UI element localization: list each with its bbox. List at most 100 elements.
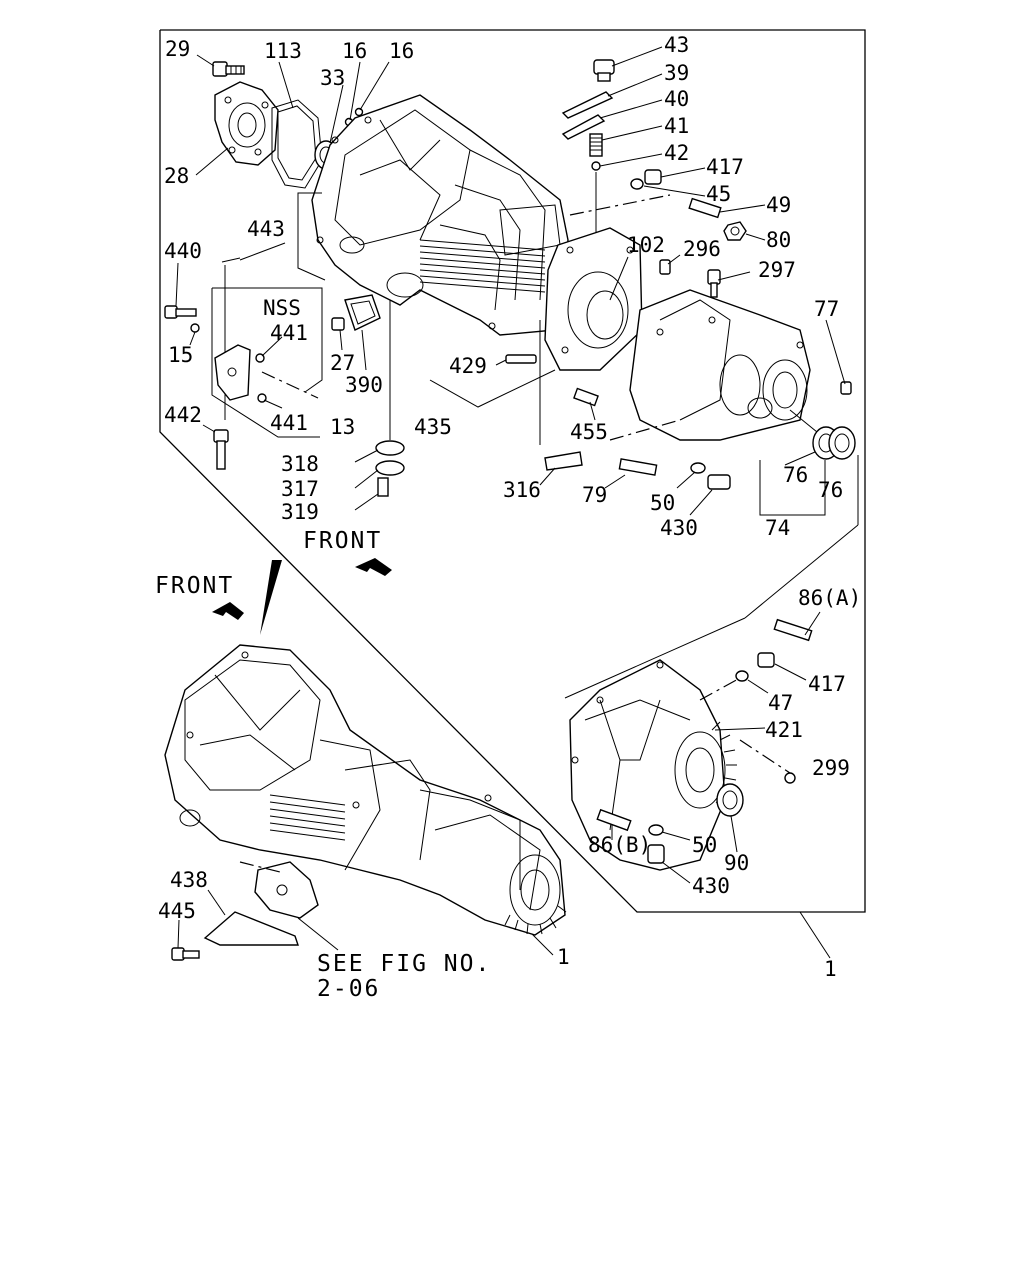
- part-42-ball: [591, 161, 601, 171]
- part-390-cover: [344, 294, 381, 331]
- label-40: 40: [664, 87, 689, 111]
- part-50-washer-lower: [648, 824, 664, 836]
- part-417-plug-lower: [757, 652, 775, 668]
- part-443-rod: [221, 257, 241, 263]
- label-318: 318: [281, 452, 319, 476]
- see-fig-line-1: SEE FIG NO.: [317, 951, 491, 977]
- label-421: 421: [765, 718, 803, 742]
- label-28: 28: [164, 164, 189, 188]
- label-445: 445: [158, 899, 196, 923]
- label-297: 297: [758, 258, 796, 282]
- label-33: 33: [320, 66, 345, 90]
- part-318-317-319-plate: [375, 440, 405, 497]
- part-445-bolt: [171, 947, 200, 961]
- label-443: 443: [247, 217, 285, 241]
- label-440: 440: [164, 239, 202, 263]
- part-316-label: [544, 451, 583, 471]
- label-49: 49: [766, 193, 791, 217]
- label-429: 429: [449, 354, 487, 378]
- part-297-breather: [707, 269, 721, 298]
- label-86b: 86(B): [588, 833, 651, 857]
- label-390: 390: [345, 373, 383, 397]
- diagram-frame: [159, 29, 866, 959]
- label-102: 102: [627, 233, 665, 257]
- part-47-washer: [735, 670, 749, 682]
- label-76b: 76: [818, 478, 843, 502]
- label-430-lower: 430: [692, 874, 730, 898]
- label-1-frame: 1: [824, 957, 837, 981]
- transfer-case-housing: [629, 289, 811, 441]
- label-113: 113: [264, 39, 302, 63]
- label-74: 74: [765, 516, 790, 540]
- label-319: 319: [281, 500, 319, 524]
- part-440-bolt: [164, 305, 197, 319]
- nss-bracket-box: [211, 265, 323, 438]
- label-80: 80: [766, 228, 791, 252]
- part-50-washer-upper: [690, 462, 706, 474]
- label-296: 296: [683, 237, 721, 261]
- leader-lines-lower: [177, 611, 821, 956]
- label-39: 39: [664, 61, 689, 85]
- label-79: 79: [582, 483, 607, 507]
- front-label-lower: FRONT: [155, 573, 234, 599]
- part-429-pin: [505, 354, 537, 364]
- see-fig-reference: SEE FIG NO. 2-06: [317, 951, 491, 1002]
- part-430-plug-lower: [647, 844, 665, 864]
- label-16a: 16: [342, 39, 367, 63]
- label-47: 47: [768, 691, 793, 715]
- part-27-bolt: [331, 317, 345, 331]
- label-1-lower: 1: [557, 945, 570, 969]
- label-299: 299: [812, 756, 850, 780]
- part-45-washer: [630, 178, 644, 190]
- part-299-pin: [784, 772, 796, 784]
- front-arrow-upper: [355, 558, 392, 576]
- label-417-upper: 417: [706, 155, 744, 179]
- part-113-gasket: [271, 99, 323, 189]
- label-435: 435: [414, 415, 452, 439]
- label-77: 77: [814, 297, 839, 321]
- assembled-fins: [504, 905, 567, 935]
- label-441a: 441: [270, 321, 308, 345]
- part-49-stud: [688, 197, 722, 219]
- part-296-pin: [659, 259, 671, 275]
- part-430-plug-upper: [707, 474, 731, 490]
- label-15: 15: [168, 343, 193, 367]
- assembled-transmission: [164, 644, 567, 936]
- label-317: 317: [281, 477, 319, 501]
- leader-lines-upper: [175, 46, 846, 516]
- part-442-bolt: [213, 429, 229, 470]
- part-79-bolt: [618, 458, 658, 476]
- label-27: 27: [330, 351, 355, 375]
- part-77-pin: [840, 381, 852, 395]
- label-50-lower: 50: [692, 833, 717, 857]
- main-transmission-case-upper: [311, 94, 569, 336]
- part-41-spring: [589, 133, 603, 157]
- part-76-seals: [812, 426, 856, 460]
- case-bracket-lines: [297, 192, 391, 440]
- label-13: 13: [330, 415, 355, 439]
- label-316: 316: [503, 478, 541, 502]
- part-15-washer: [190, 323, 200, 333]
- front-label-upper: FRONT: [303, 528, 382, 554]
- label-29: 29: [165, 37, 190, 61]
- part-29-bolt: [212, 61, 245, 77]
- part-43-plug: [593, 59, 615, 82]
- part-90-seal: [716, 783, 744, 817]
- part-102-adapter-plate: [544, 227, 643, 371]
- front-arrow-lower: [212, 602, 244, 620]
- label-16b: 16: [389, 39, 414, 63]
- part-438-mount: [203, 861, 319, 946]
- part-455-bolt: [573, 387, 599, 407]
- label-86a: 86(A): [798, 586, 861, 610]
- label-76a: 76: [783, 463, 808, 487]
- part-number-labels: 29 113 16 16 33 43 39 40 41 42 417 45 49…: [158, 33, 861, 981]
- part-86b-bolt: [596, 808, 632, 832]
- label-430-upper: 430: [660, 516, 698, 540]
- label-50-upper: 50: [650, 491, 675, 515]
- assembled-ribs: [269, 794, 346, 841]
- label-41: 41: [664, 114, 689, 138]
- label-441b: 441: [270, 411, 308, 435]
- assembly-pointer: [260, 560, 282, 635]
- label-42: 42: [664, 141, 689, 165]
- label-455: 455: [570, 420, 608, 444]
